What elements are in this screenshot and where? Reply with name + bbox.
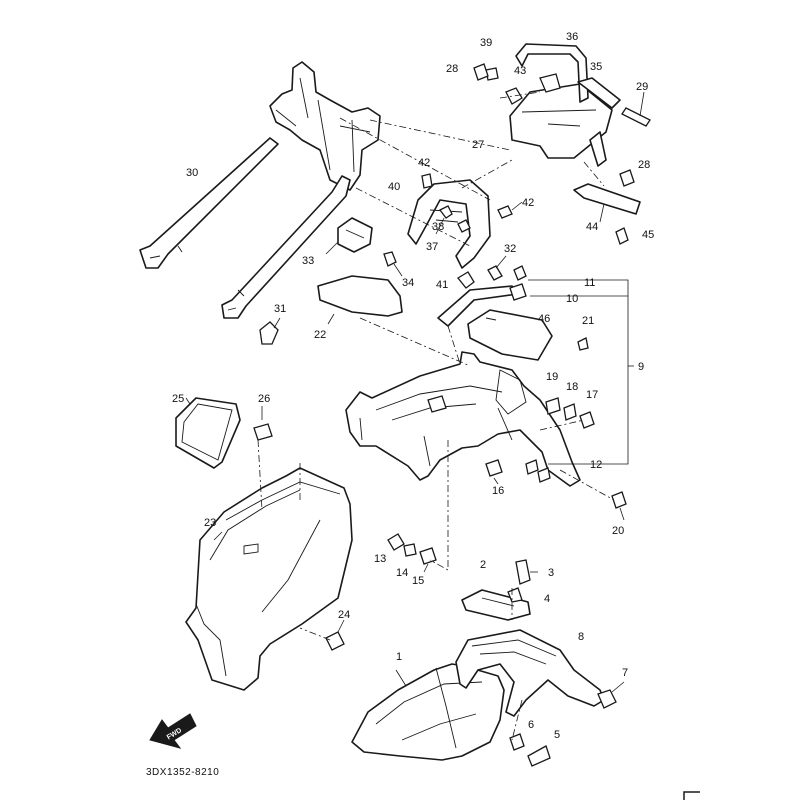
tail-panel-46 [467, 309, 553, 361]
callout-17: 17 [586, 389, 598, 401]
callout-42-right: 42 [522, 197, 534, 209]
bolt-24 [325, 619, 345, 651]
clip-42 [421, 173, 523, 219]
rear-fender-upper [345, 351, 581, 487]
callout-22: 22 [314, 329, 326, 341]
callout-41: 41 [436, 279, 448, 291]
callout-21: 21 [582, 315, 594, 327]
collar-4 [507, 587, 523, 603]
callout-13: 13 [374, 553, 386, 565]
reference-bracket [528, 279, 634, 465]
callout-4: 4 [544, 593, 550, 605]
bracket-33 [325, 217, 373, 255]
bolt-31 [259, 317, 281, 345]
callout-25: 25 [172, 393, 184, 405]
callout-45: 45 [642, 229, 654, 241]
callout-14: 14 [396, 567, 408, 579]
callout-31: 31 [274, 303, 286, 315]
callout-15: 15 [412, 575, 424, 587]
callout-1: 1 [396, 651, 402, 663]
callout-37: 37 [426, 241, 438, 253]
bolt-3 [515, 559, 538, 585]
callout-5: 5 [554, 729, 560, 741]
washer-14 [403, 543, 417, 557]
bolt-28-top [473, 63, 489, 81]
callout-38: 38 [432, 221, 444, 233]
callout-39: 39 [480, 37, 492, 49]
bolt-13 [387, 533, 405, 551]
damper-11 [513, 265, 527, 281]
callout-2: 2 [480, 559, 486, 571]
bracket-40 [407, 179, 491, 269]
callout-46: 46 [538, 313, 550, 325]
bolt-28-right [619, 169, 635, 187]
washer-18 [563, 403, 577, 421]
grommet-43 [505, 73, 561, 105]
diagram-code: 3DX1352-8210 [146, 767, 219, 778]
clip-12 [525, 459, 551, 483]
bolt-45 [615, 227, 629, 245]
callout-11: 11 [584, 277, 595, 289]
callout-28-top: 28 [446, 63, 458, 75]
callout-18: 18 [566, 381, 578, 393]
callout-42-top: 42 [418, 157, 430, 169]
corner-mark [683, 791, 700, 800]
callout-34: 34 [402, 277, 414, 289]
callout-12: 12 [590, 459, 602, 471]
carrier-bracket-27 [509, 83, 613, 167]
bolt-34 [383, 251, 403, 277]
collar-17 [579, 411, 595, 429]
callout-3: 3 [548, 567, 554, 579]
callout-16: 16 [492, 485, 504, 497]
cover-plate-22 [317, 275, 403, 325]
callout-33: 33 [302, 255, 314, 267]
callout-44: 44 [586, 221, 598, 233]
callout-23: 23 [204, 517, 216, 529]
callout-7: 7 [622, 667, 628, 679]
callout-labels: 1 2 3 4 5 6 7 8 9 10 11 12 13 14 15 16 1… [172, 31, 654, 741]
pin-29 [621, 91, 651, 127]
fender-stay-8 [455, 629, 605, 717]
callout-10: 10 [566, 293, 578, 305]
grab-bar-36 [515, 43, 589, 103]
label-26 [253, 406, 273, 441]
nut-16 [485, 459, 503, 485]
cover-7 [597, 681, 625, 709]
bar-35 [577, 77, 621, 109]
bolt-41 [457, 271, 475, 289]
bolt-20 [611, 491, 627, 521]
callout-24: 24 [338, 609, 350, 621]
callout-30: 30 [186, 167, 198, 179]
assembly-lines [257, 91, 615, 741]
nut-21 [577, 337, 589, 351]
callout-36: 36 [566, 31, 578, 43]
callout-29: 29 [636, 81, 648, 93]
rear-frame-assembly [139, 61, 381, 319]
grommet-19 [545, 397, 561, 415]
front-fender-1 [351, 663, 505, 761]
callout-26: 26 [258, 393, 270, 405]
fender-bracket-2 [461, 589, 531, 621]
callout-27: 27 [472, 139, 484, 151]
callout-32: 32 [504, 243, 516, 255]
bolt-37-38 [435, 205, 471, 235]
reflector-plate-25 [175, 397, 241, 469]
callout-20: 20 [612, 525, 624, 537]
nut-15 [419, 547, 437, 573]
inner-fender-23 [185, 467, 353, 691]
callout-6: 6 [528, 719, 534, 731]
callout-19: 19 [546, 371, 558, 383]
forward-arrow-icon: FWD [149, 713, 197, 749]
bolt-32 [487, 255, 507, 281]
bracket-44 [573, 183, 641, 223]
callout-9: 9 [638, 361, 644, 373]
callout-8: 8 [578, 631, 584, 643]
callout-40: 40 [388, 181, 400, 193]
bolt-5 [527, 745, 551, 767]
callout-28-right: 28 [638, 159, 650, 171]
nut-6 [509, 733, 525, 751]
callout-43: 43 [514, 65, 526, 77]
callout-35: 35 [590, 61, 602, 73]
